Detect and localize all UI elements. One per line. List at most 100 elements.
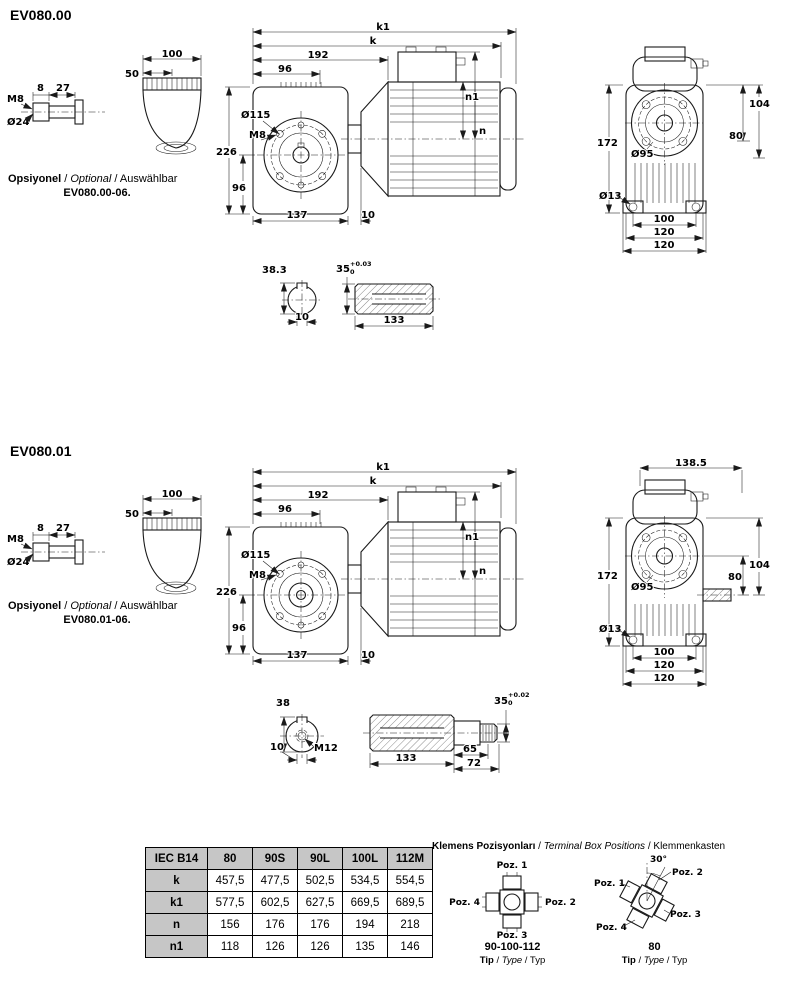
table-header-cell: 112M [387,847,433,870]
table-header-cell: 90S [252,847,298,870]
front-dims-right [456,491,480,580]
table-cell: 627,5 [297,891,343,914]
front-dims-bottom [252,608,371,665]
bore-dims [280,282,317,326]
table-cell: 135 [342,935,388,958]
front-view-ev080-01: k1 k 192 96 Ø115 M8 226 96 [215,461,525,665]
optional-note-code: EV080.00-06. [63,186,131,199]
motor-cap-rear [632,56,698,92]
table-cell: 176 [252,913,298,936]
shaft-detail-ev080-01: 38 10 M12 35 +0.02 0 133 65 72 [269,690,530,773]
input-bell-housing [142,77,202,155]
poz-2-label: Poz. 2 [545,898,576,908]
poz-4-label: Poz. 4 [596,923,627,933]
table-cell: 156 [207,913,253,936]
dim-label-137: 137 [287,650,308,661]
optional-input-shaft [21,539,105,565]
dim-label-133: 133 [396,753,417,764]
table-row-label: k [145,869,208,892]
dim-label-226: 226 [216,147,237,158]
dim-label-104: 104 [749,99,770,110]
table-cell: 176 [297,913,343,936]
dim-label-104: 104 [749,560,770,571]
optional-note-line: Opsiyonel / Optional / Auswählbar [8,600,178,612]
dim-label-226: 226 [216,587,237,598]
shaft-dims [342,277,434,330]
poz-2-label: Poz. 2 [672,868,703,878]
dim-label-10-key: 10 [270,742,284,753]
table-cell: 126 [252,935,298,958]
terminal-type-name-90-100-112: 90-100-112 [484,941,541,953]
optional-input-shaft [21,99,105,125]
dim-label-120a: 120 [654,227,675,238]
terminal-box [397,491,457,523]
dim-label-96-left: 96 [232,183,246,194]
dim-label-100: 100 [162,489,183,500]
cooling-ribs [634,163,696,203]
dim-label-80: 80 [729,131,743,142]
table-row-label: k1 [145,891,208,914]
motor-cap-rear [632,489,698,525]
table-row-label: n1 [145,935,208,958]
dim-label-k: k [370,36,377,47]
table-cell: 554,5 [387,869,433,892]
poz-3-label: Poz. 3 [670,910,701,920]
table-header-cell: 90L [297,847,343,870]
side-dims-top [142,55,202,77]
front-dims-right [456,51,480,140]
poz-3-label: Poz. 3 [497,931,528,941]
shaft-detail-ev080-00: 38.3 10 35 +0.03 0 133 [261,259,442,330]
table-cell: 146 [387,935,433,958]
dim-label-192: 192 [308,50,329,61]
dim-label-27: 27 [56,83,70,94]
rear-housing [622,83,707,214]
terminal-position-diagram-90-100-112: Poz. 1 Poz. 2 Poz. 3 Poz. 4 [449,861,576,941]
terminal-position-diagram-80: 30° Poz. 1 Poz. 2 Poz. 3 Poz. 4 [594,855,703,933]
side-dims-shaft [32,531,76,541]
cooling-ribs [634,604,696,636]
side-dims-top [142,495,202,517]
bore-cross-section [282,280,322,320]
rear-dims [605,84,765,255]
dim-label-100: 100 [162,49,183,60]
dim-label-35: 35 [336,264,350,275]
dim-label-m8-front: M8 [249,570,266,581]
dim-label-120a: 120 [654,660,675,671]
table-header-cell: 80 [207,847,253,870]
tolerance-upper: +0.03 [350,260,371,268]
front-dims-left [225,526,255,655]
tolerance-lower: 0 [508,699,513,707]
table-cell: 669,5 [342,891,388,914]
poz-1-label: Poz. 1 [497,861,528,871]
dim-label-10: 10 [361,210,375,221]
terminal-positions-heading: Klemens Pozisyonları / Terminal Box Posi… [432,841,726,852]
shaft-cross-section [280,714,324,758]
table-cell: 477,5 [252,869,298,892]
dim-label-8: 8 [37,523,44,534]
front-dims-top [252,28,517,84]
fan-cover [499,87,517,191]
table-row-k1: k1 577,5 602,5 627,5 669,5 689,5 [145,891,433,914]
table-cell: 689,5 [387,891,433,914]
tolerance-lower: 0 [350,268,355,276]
dim-label-133: 133 [384,315,405,326]
dim-label-n: n [479,566,486,577]
input-bell-housing [142,517,202,595]
dim-label-172: 172 [597,138,618,149]
poz-1-label: Poz. 1 [594,879,625,889]
dim-label-96-left: 96 [232,623,246,634]
dim-label-d13: Ø13 [599,190,621,202]
cross-section-dims [280,716,317,764]
table-header-cell: IEC B14 [145,847,208,870]
table-cell: 126 [297,935,343,958]
dim-label-100: 100 [654,647,675,658]
iec-dimension-table: IEC B14 80 90S 90L 100L 112M k 457,5 477… [145,847,433,958]
table-cell: 502,5 [297,869,343,892]
dim-label-38-3: 38.3 [262,265,287,276]
table-cell: 194 [342,913,388,936]
dim-label-38: 38 [276,698,290,709]
terminal-studs [482,872,542,932]
dim-label-d24: Ø24 [7,116,29,128]
table-cell: 534,5 [342,869,388,892]
